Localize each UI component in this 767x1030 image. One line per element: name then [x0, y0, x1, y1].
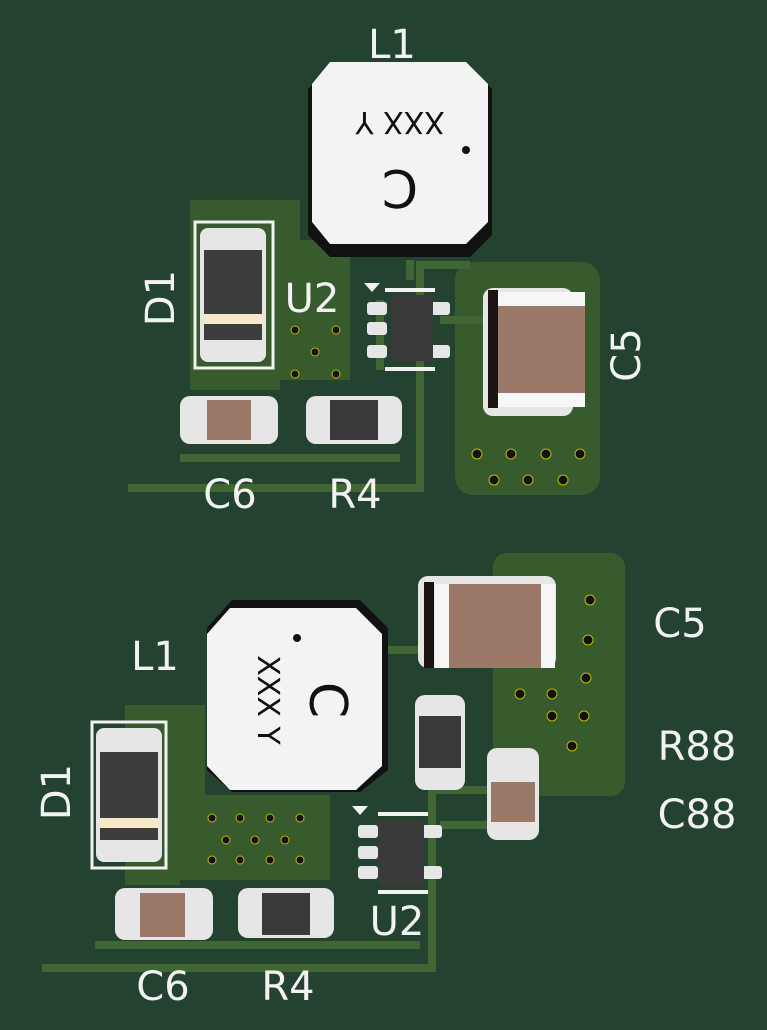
capacitor-c88 [487, 748, 539, 840]
ref-c88: C88 [658, 792, 737, 838]
inductor-l1: XXX Y C [207, 600, 388, 792]
capacitor-c5 [483, 288, 585, 416]
inductor-l1: XXX Y C [308, 62, 492, 257]
ref-c6: C6 [136, 964, 189, 1010]
ref-l1: L1 [131, 634, 179, 680]
ref-l1: L1 [368, 22, 416, 68]
inductor-marking: XXX Y [250, 655, 285, 745]
ref-r4: R4 [328, 472, 381, 518]
ref-d1: D1 [138, 270, 184, 326]
ref-c5: C5 [604, 328, 650, 381]
vias [207, 594, 596, 865]
ic-u2 [352, 806, 442, 894]
ref-c5: C5 [653, 601, 706, 647]
inductor-marking: XXX Y [355, 104, 445, 139]
inductor-logo: C [382, 157, 418, 217]
ref-c6: C6 [203, 472, 256, 518]
ref-u2: U2 [370, 899, 425, 945]
diode-d1 [193, 220, 275, 370]
capacitor-c6 [180, 396, 278, 444]
copper-pour [125, 705, 330, 885]
capacitor-c5 [418, 576, 556, 668]
vias [290, 325, 586, 486]
copper-pour [258, 320, 350, 380]
ic-u2 [364, 283, 450, 371]
bottom-circuit: XXX Y C L1 D1 U2 [34, 553, 736, 1010]
capacitor-c6 [115, 888, 213, 940]
ref-d1: D1 [34, 764, 80, 820]
resistor-r4 [306, 396, 402, 444]
ref-r88: R88 [658, 724, 737, 770]
top-circuit: XXX Y C L1 D1 U2 [128, 22, 650, 518]
resistor-r88 [415, 695, 465, 790]
ref-u2: U2 [285, 276, 340, 322]
diode-d1 [90, 720, 168, 870]
ref-r4: R4 [261, 964, 314, 1010]
inductor-logo: C [297, 682, 357, 718]
resistor-r4 [238, 888, 334, 938]
